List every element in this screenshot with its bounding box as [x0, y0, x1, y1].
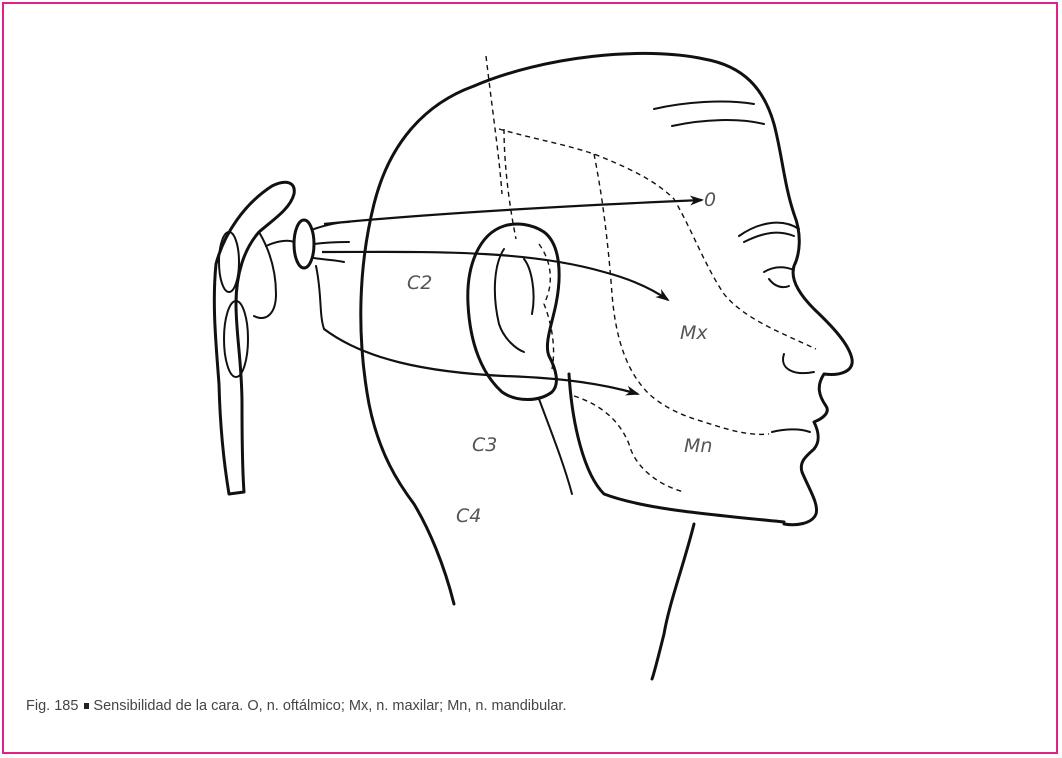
skull-top-outline: [474, 53, 794, 214]
ear-outline: [468, 224, 559, 400]
nerve-root: [266, 241, 294, 246]
dermatome-boundary: [574, 396, 684, 492]
front-neck-outline: [652, 524, 694, 679]
forehead-wrinkles: [654, 102, 764, 126]
label-c4: C4: [456, 505, 481, 527]
cerebellar-outline: [254, 232, 276, 318]
dermatome-boundary: [504, 129, 516, 239]
eye: [764, 267, 794, 287]
mouth: [772, 429, 810, 432]
caption-bullet: [84, 703, 89, 709]
label-ophthalmic: 0: [704, 189, 716, 211]
face-profile: [784, 214, 852, 525]
label-c3: C3: [472, 434, 497, 456]
trigeminal-ganglion: [294, 220, 314, 268]
dermatome-boundary: [594, 154, 769, 434]
eyebrow: [739, 223, 799, 242]
brainstem-outline: [214, 182, 294, 494]
head-sensory-diagram: 0 Mx Mn C2 C3 C4: [4, 4, 1060, 756]
caption-number: Fig. 185: [26, 698, 78, 714]
pons-oval: [219, 232, 239, 292]
dermatome-boundary: [499, 129, 816, 349]
nerve-root: [314, 222, 349, 329]
label-maxillary: Mx: [680, 322, 708, 344]
label-mandibular: Mn: [684, 435, 712, 457]
nostril: [783, 354, 814, 373]
label-c2: C2: [407, 272, 432, 294]
caption-text: Sensibilidad de la cara. O, n. oftálmico…: [93, 698, 566, 714]
ear-inner-fold: [495, 249, 534, 352]
neck-back-outline: [539, 399, 572, 494]
jaw-neck-outline: [569, 374, 784, 522]
figure-caption: Fig. 185 Sensibilidad de la cara. O, n. o…: [26, 698, 566, 714]
